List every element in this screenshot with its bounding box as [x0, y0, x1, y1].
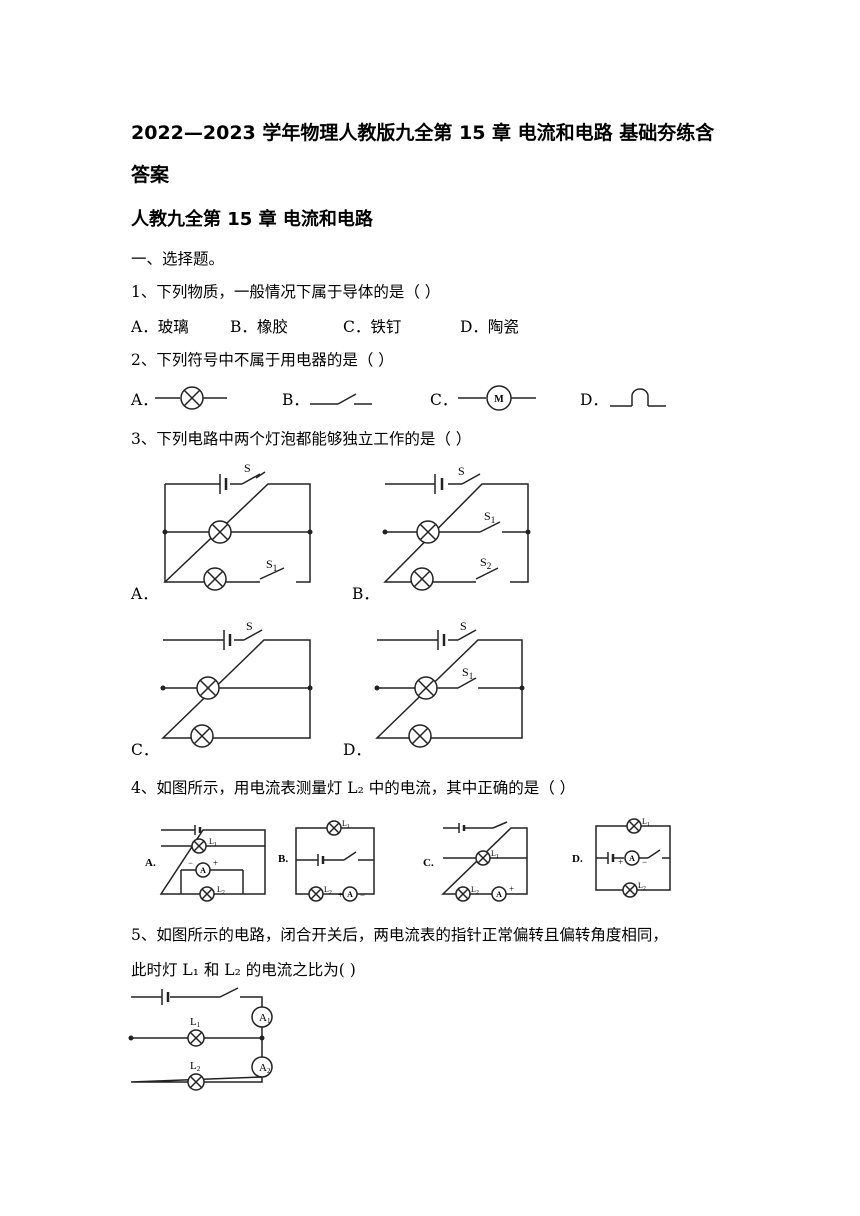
- label-s1: S1: [462, 665, 473, 681]
- circuit-diagram-b: S S1 S2: [382, 464, 531, 591]
- option-label-b: B.: [278, 853, 288, 865]
- label-s: S: [458, 464, 465, 478]
- question-3-option-c: C．: [131, 741, 159, 759]
- label-s1: S1: [266, 557, 277, 573]
- svg-text:+: +: [213, 858, 218, 868]
- svg-text:L2: L2: [471, 885, 479, 896]
- question-1-option-b: B．橡胶: [230, 318, 288, 336]
- circuit-diagram-4b: B. L1 L2 A + −: [278, 819, 375, 902]
- option-label-d: D.: [572, 853, 583, 865]
- svg-text:+: +: [338, 890, 343, 900]
- question-5-stem-line-2: 此时灯 L₁ 和 L₂ 的电流之比为( ): [131, 961, 356, 979]
- svg-text:−: −: [642, 857, 647, 867]
- bell-symbol-icon: [610, 388, 666, 407]
- circuit-diagram-4d: D. L1 A + − L2: [572, 817, 671, 898]
- question-2-option-a: A．: [131, 391, 158, 409]
- circuit-diagram-d: S S1: [374, 619, 525, 748]
- question-3-stem: 3、下列电路中两个灯泡都能够独立工作的是（ ）: [131, 430, 472, 448]
- label-s: S: [244, 461, 251, 475]
- question-1-stem: 1、下列物质，一般情况下属于导体的是（ ）: [131, 283, 441, 301]
- question-5-stem-line-1: 5、如图所示的电路，闭合开关后，两电流表的指针正常偏转且偏转角度相同，: [131, 926, 668, 944]
- question-3-option-d: D．: [343, 741, 371, 759]
- question-1-option-c: C．铁钉: [343, 318, 402, 336]
- switch-symbol-icon: [310, 393, 372, 405]
- subtitle: 人教九全第 15 章 电流和电路: [131, 209, 373, 230]
- label-s1: S1: [484, 509, 495, 525]
- label-s2: S2: [480, 555, 491, 571]
- svg-text:A: A: [200, 866, 206, 875]
- option-label-a: A.: [145, 857, 156, 869]
- svg-text:A1: A1: [259, 1012, 271, 1025]
- title-line-2: 答案: [131, 164, 170, 186]
- svg-text:L1: L1: [491, 849, 499, 860]
- svg-text:L2: L2: [324, 885, 332, 896]
- svg-text:A: A: [496, 890, 502, 899]
- svg-text:+: +: [509, 884, 514, 894]
- label-s: S: [246, 619, 253, 633]
- svg-text:L1: L1: [342, 819, 350, 830]
- question-2-option-c: C．: [430, 391, 458, 409]
- circuit-diagram-c: S: [160, 619, 313, 748]
- question-1-option-d: D．陶瓷: [460, 318, 519, 336]
- question-2-option-d: D．: [580, 391, 608, 409]
- svg-text:L1: L1: [209, 837, 217, 848]
- svg-text:L2: L2: [217, 885, 225, 896]
- svg-text:L1: L1: [642, 817, 650, 828]
- question-3-option-a: A．: [131, 585, 158, 603]
- question-1-option-a: A．玻璃: [131, 318, 189, 336]
- svg-text:+: +: [618, 857, 623, 867]
- question-2-option-b: B．: [282, 391, 309, 409]
- section-heading: 一、选择题。: [131, 250, 225, 268]
- svg-text:L2: L2: [638, 881, 646, 892]
- svg-text:A: A: [629, 854, 635, 863]
- option-label-c: C.: [423, 857, 434, 869]
- circuit-diagram-a: S S1: [162, 461, 313, 591]
- motor-letter: M: [494, 394, 504, 405]
- lamp-symbol-icon: [155, 386, 227, 410]
- svg-text:A: A: [347, 890, 353, 899]
- question-2-stem: 2、下列符号中不属于用电器的是（ ）: [131, 351, 394, 369]
- svg-text:L2: L2: [190, 1060, 201, 1073]
- svg-text:A2: A2: [259, 1062, 271, 1075]
- title-line-1: 2022—2023 学年物理人教版九全第 15 章 电流和电路 基础夯练含: [131, 122, 715, 144]
- question-4-stem: 4、如图所示，用电流表测量灯 L₂ 中的电流，其中正确的是（ ）: [131, 779, 576, 797]
- question-3-option-b: B．: [352, 585, 379, 603]
- svg-text:−: −: [188, 858, 193, 868]
- svg-text:L1: L1: [190, 1016, 201, 1029]
- circuit-diagram-4a: A. L1 A − + L2: [145, 825, 266, 902]
- circuit-diagram-4c: C. L1 L2 A +: [423, 821, 528, 902]
- motor-symbol-icon: M: [458, 385, 536, 411]
- label-s: S: [460, 619, 467, 633]
- svg-text:−: −: [360, 890, 365, 900]
- circuit-diagram-5: A1 L1 A2 L2: [128, 987, 273, 1091]
